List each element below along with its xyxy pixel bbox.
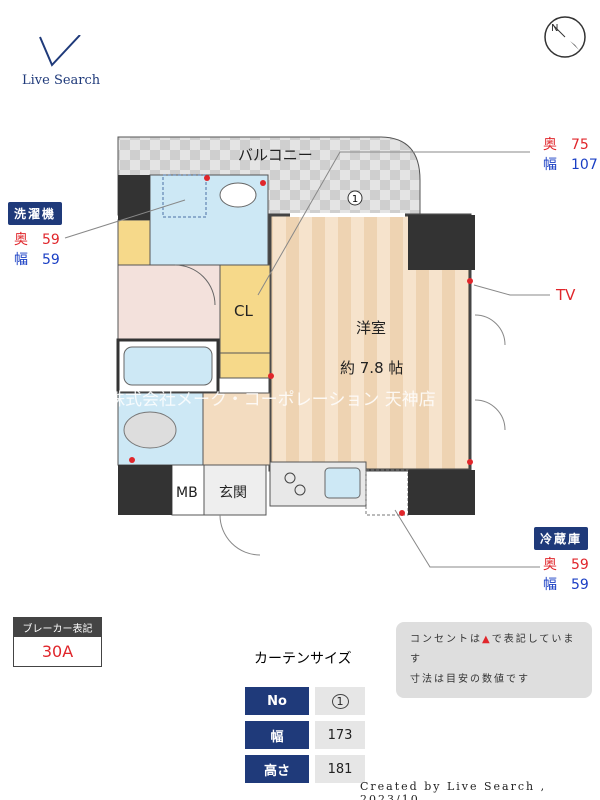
- footer-credit: Created by Live Search , 2023/10: [360, 780, 547, 800]
- logo-text: Live Search: [22, 73, 101, 88]
- compass-n-label: N: [551, 23, 558, 34]
- fridge-badge: 冷蔵庫: [534, 527, 589, 550]
- watermark: 株式会社メーク・コーポレーション 天神店: [108, 390, 436, 410]
- entrance-label: 玄関: [219, 484, 247, 501]
- mb-label: MB: [176, 485, 198, 501]
- hall: [117, 264, 221, 341]
- western-room-size: 約 7.8 帖: [340, 359, 403, 377]
- leader-lines: [64, 151, 550, 568]
- tv-label: TV: [556, 286, 576, 304]
- breaker-value: 30A: [41, 642, 74, 661]
- western-room-label: 洋室: [356, 319, 386, 337]
- breaker-box: ブレーカー表記 30A: [13, 617, 102, 667]
- outlet-icon: ▲: [482, 634, 492, 645]
- floor-plan: 1 バルコニー 洋室 約 7.8 帖 CL MB 玄関 株式会社メーク・コーポレ…: [64, 136, 550, 568]
- logo: Live Search: [22, 34, 102, 88]
- logo-v-icon: [39, 34, 81, 67]
- washer-space: [162, 174, 207, 218]
- closet: [219, 264, 271, 354]
- notes-box: コンセントは▲で表記しています 寸法は目安の数値です: [396, 622, 592, 698]
- breaker-label: ブレーカー表記: [14, 618, 101, 637]
- closet-label: CL: [234, 302, 253, 320]
- balcony-label: バルコニー: [238, 146, 313, 164]
- fridge-space: [365, 469, 409, 516]
- outlets: [129, 175, 473, 516]
- window-number: 1: [352, 194, 358, 205]
- curtain-title: カーテンサイズ: [254, 651, 352, 667]
- notes-line2: 寸法は目安の数値です: [410, 674, 530, 685]
- washer-badge: 洗濯機: [8, 202, 63, 225]
- compass-icon: N: [544, 16, 586, 58]
